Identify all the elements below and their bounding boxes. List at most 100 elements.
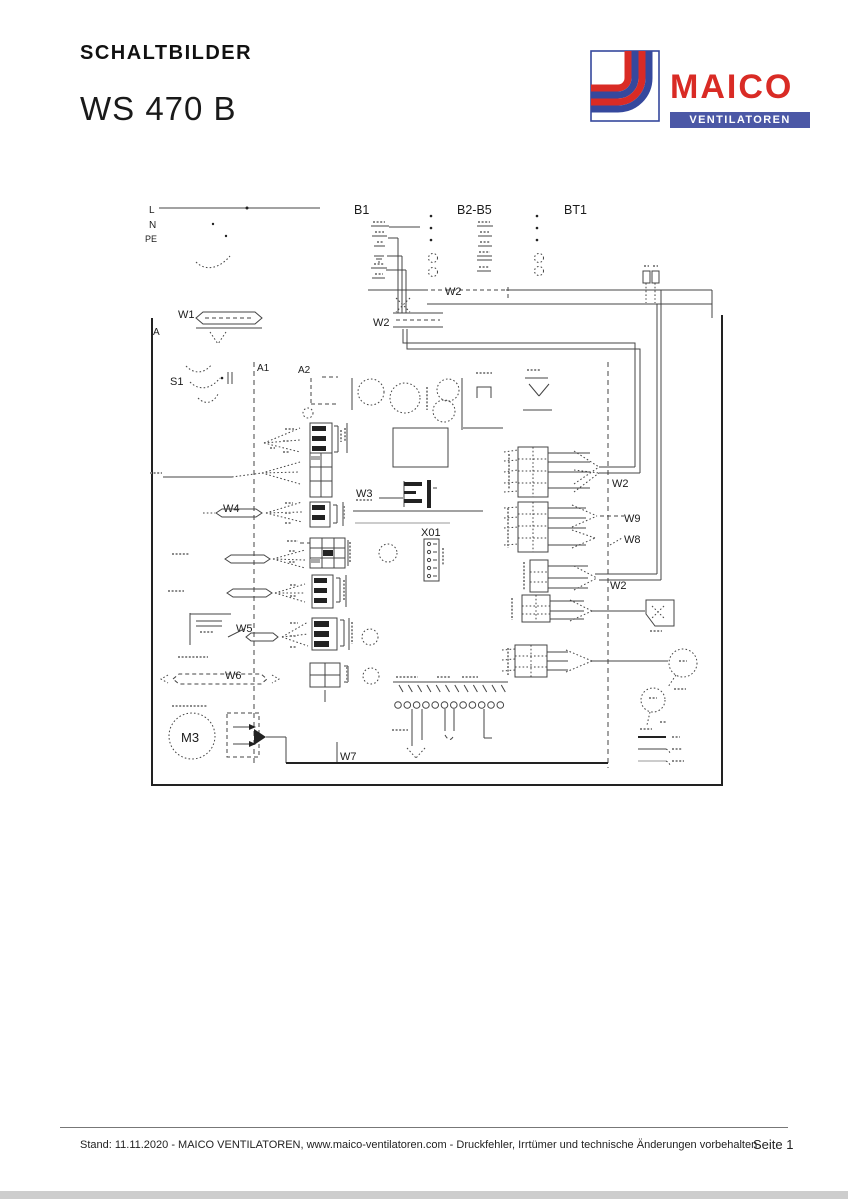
diagram-shape [476,369,541,374]
diagram-shape [548,452,590,489]
label-W2-top: W2 [445,286,462,298]
diagram-shape [550,600,584,620]
diagram-shape [314,641,329,647]
sensor-b1: B1 [354,203,438,279]
switch-s1: S1 [170,363,233,403]
diagram-shape [429,214,433,218]
diagram-shape [477,701,486,709]
diagram-shape [477,225,493,272]
diagram-shape [392,427,449,468]
brand-name: MAICO [670,68,794,106]
diagram-shape [432,399,456,423]
diagram-shape [159,674,281,684]
label-W2-right-lower: W2 [610,580,627,592]
diagram-shape [645,283,656,303]
diagram-shape [312,436,326,441]
diagram-shape [665,748,671,767]
diagram-shape [265,501,303,523]
diagram-shape [548,507,586,546]
doc-title: SCHALTBILDER [80,42,253,64]
diagram-shape [487,701,495,709]
diagram-shape [311,558,320,563]
diagram-shape [314,621,329,627]
label-B2-B5: B2-B5 [457,203,492,217]
label-L: L [149,205,155,216]
label-W3: W3 [356,488,373,500]
diagram-shape [398,684,506,693]
diagram-shape [503,449,519,493]
diagram-shape [571,504,598,549]
diagram-shape [254,729,266,745]
diagram-shape [534,253,544,263]
footer-rule [60,1127,788,1128]
diagram-shape [651,270,660,284]
page-number: Seite 1 [753,1137,794,1152]
label-W1: W1 [178,309,195,321]
label-BT1: BT1 [564,203,587,217]
diagram-shape [379,481,405,507]
top-bus: W2 [368,265,713,318]
diagram-shape [424,287,509,298]
label-W7: W7 [340,751,357,763]
diagram-shape [530,571,548,583]
diagram-shape [518,447,548,497]
diagram-shape [168,712,216,760]
diagram-shape [535,226,539,230]
diagram-shape [172,550,296,563]
board-connectors-right: W2 W9 W8 W2 [501,446,668,678]
diagram-shape [374,255,384,263]
diagram-shape [185,363,221,403]
diagram-shape [227,372,233,384]
label-X01: X01 [421,527,441,539]
brand-tagline: VENTILATOREN [670,112,810,128]
diagram-shape [522,595,550,622]
diagram-shape [310,663,349,702]
diagram-shape [667,674,677,688]
label-W5: W5 [236,623,253,635]
diagram-shape [333,502,344,526]
diagram-shape [311,574,334,609]
diagram-shape [233,726,249,745]
label-W2-bundle: W2 [373,317,390,329]
diagram-shape [515,645,547,677]
diagram-shape [224,234,228,238]
diagram-shape [640,687,666,713]
diagram-shape [426,541,432,547]
diagram-shape [535,238,539,242]
power-input: L N PE [145,205,320,269]
diagram-shape [503,506,519,546]
diagram-shape [591,51,646,106]
diagram-shape [429,226,433,230]
field-cables-left: W4 W5 W6 [150,427,310,685]
diagram-shape [351,378,503,430]
diagram-shape [535,214,539,218]
diagram-shape [389,382,421,414]
diagram-shape [431,701,440,709]
diagram-shape [378,543,398,563]
diagram-shape [426,565,432,571]
diagram-shape [548,565,588,589]
diagram-shape [609,537,623,546]
diagram-shape [311,617,338,651]
diagram-shape [312,446,326,451]
diagram-shape [426,573,432,579]
diagram-shape [314,588,327,593]
diagram-shape [422,701,430,709]
diagram-shape [547,651,568,671]
diagram-shape [226,712,260,758]
label-W9: W9 [624,513,641,525]
relay-w3: W3 [356,480,437,508]
diagram-shape [168,584,297,597]
motor-m3: M3 W7 [168,705,608,764]
diagram-shape [231,461,301,485]
label-A1: A1 [257,363,270,374]
label-W2-right-upper: W2 [612,478,629,490]
diagram-shape [591,51,653,113]
cable-w2-bundle: W2 [373,226,662,581]
diagram-shape [668,648,698,678]
label-W6: W6 [225,670,242,682]
diagram-shape [444,734,455,740]
sensor-b2-b5: B2-B5 [457,203,544,276]
